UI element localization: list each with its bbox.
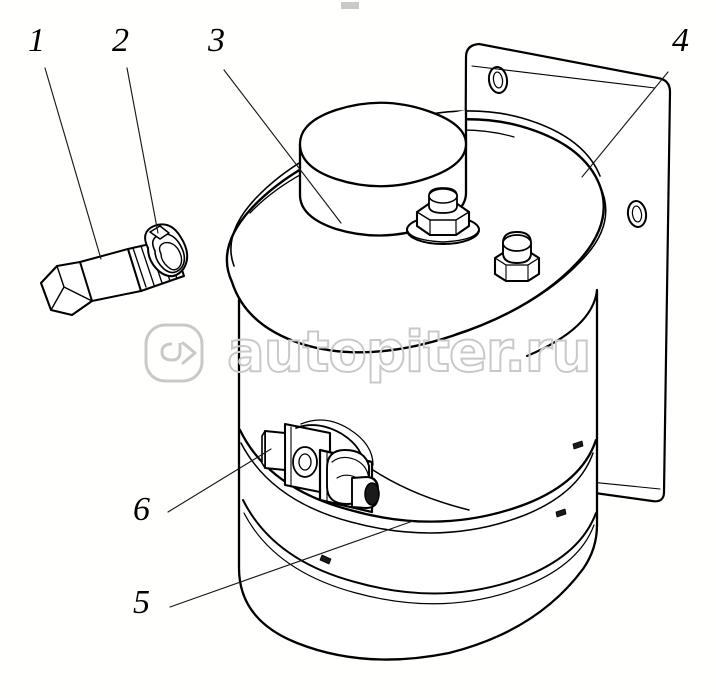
callout-number-1: 1 <box>28 22 45 59</box>
part-valve-fitting <box>261 419 470 514</box>
callout-number-3: 3 <box>208 22 225 59</box>
leader-5 <box>169 520 414 608</box>
part-terminal-hex-nut-large <box>406 187 480 245</box>
leader-6 <box>167 448 272 513</box>
scan-artifact-mark <box>341 2 359 9</box>
leader-4 <box>581 71 669 178</box>
callout-number-6: 6 <box>133 491 150 528</box>
part-filler-cap <box>298 101 468 237</box>
part-spring-lock-washer <box>144 223 189 278</box>
leader-1 <box>44 67 102 260</box>
part-terminal-hex-nut-small <box>493 231 541 283</box>
leader-3 <box>223 69 342 224</box>
part-tank-body <box>237 226 599 661</box>
callout-number-2: 2 <box>112 22 129 59</box>
callout-number-4: 4 <box>672 22 689 59</box>
leader-2 <box>126 67 159 234</box>
callout-number-5: 5 <box>133 584 150 621</box>
leader-lines <box>44 67 669 608</box>
